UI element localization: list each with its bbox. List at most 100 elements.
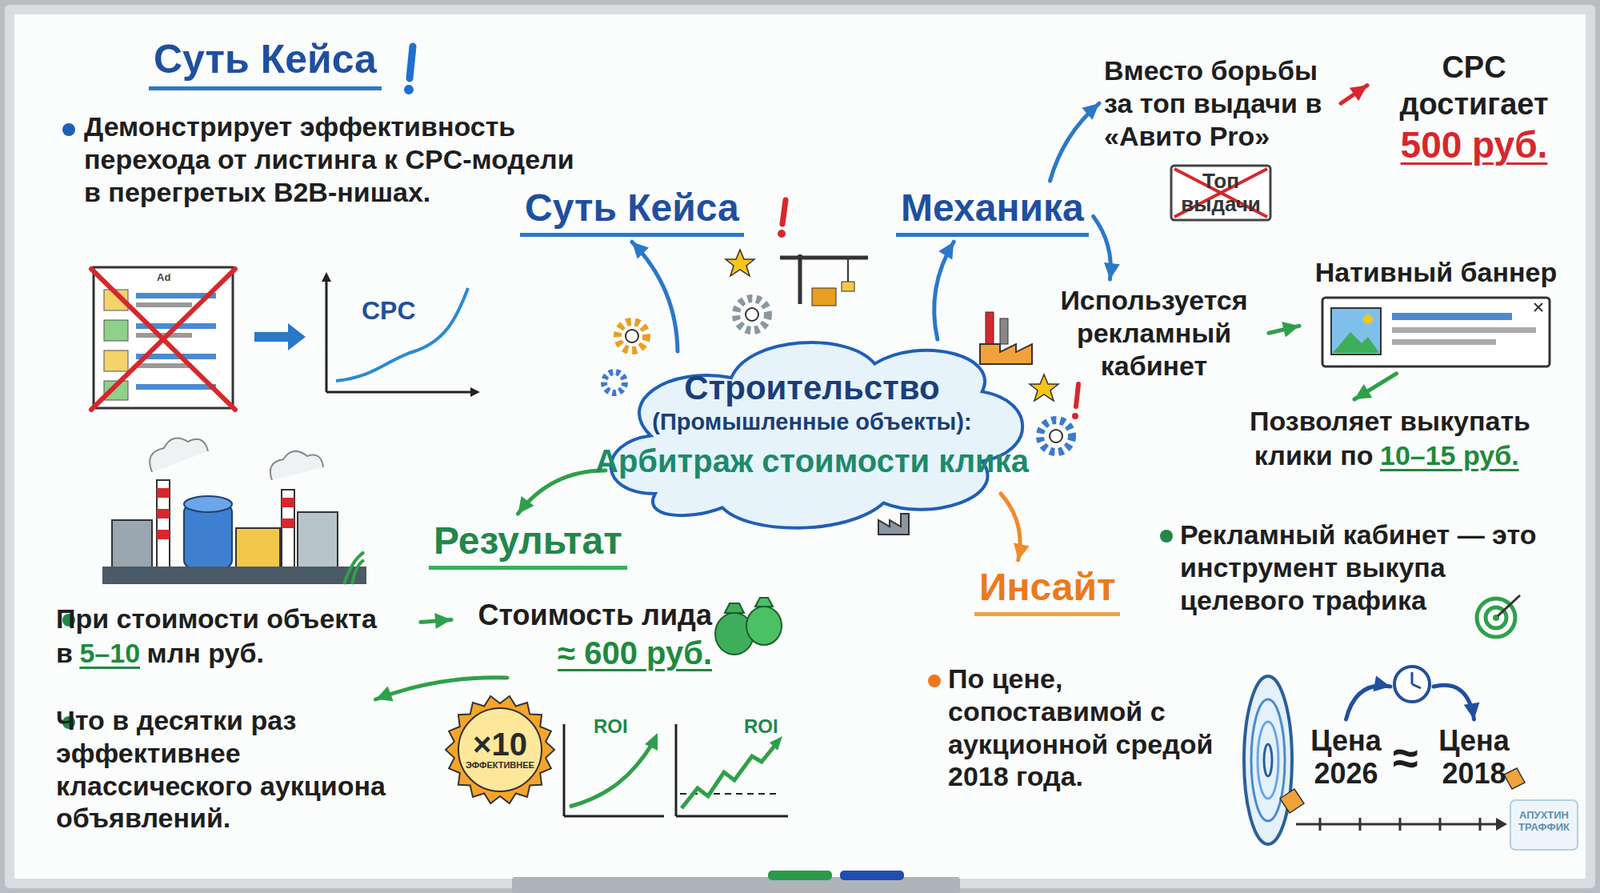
arrow-head [1349, 85, 1368, 102]
connector-line [934, 241, 955, 340]
node-text: Цена 2018 [1432, 724, 1516, 791]
node-text: 10–15 руб. [1380, 440, 1520, 471]
arrow-head [1081, 103, 1100, 120]
node-text: ЭФФЕКТИВНЕЕ [465, 760, 535, 771]
timeline [1296, 823, 1498, 826]
timeline [1439, 817, 1442, 831]
watermark-badge [1510, 800, 1578, 850]
connector [632, 241, 678, 352]
timeline [1399, 817, 1402, 831]
connector [1093, 216, 1120, 280]
node-text: Результат [428, 518, 628, 570]
factory-illustration [184, 496, 232, 512]
connector-line [1050, 103, 1100, 181]
gear-icons [625, 329, 639, 343]
node-text: ×10 [465, 728, 535, 760]
crane-icon [847, 257, 849, 282]
timeline [1319, 817, 1322, 831]
node-text: (Промышленные объекты): [595, 407, 1029, 436]
factory-icon [878, 513, 909, 535]
center-cloud: Строительство(Промышленные объекты):Арби… [588, 308, 1036, 540]
price-year: Цена 2018 [1432, 724, 1516, 791]
time-portal [1257, 721, 1279, 799]
roi-charts [564, 724, 788, 816]
connector-line [1340, 85, 1368, 104]
chart-label: CPC [361, 297, 426, 324]
roi-charts [769, 736, 783, 751]
exclamation-marks [1072, 412, 1079, 420]
board-frame [768, 870, 832, 880]
bullet-dots [1160, 529, 1173, 543]
factory-illustration [156, 488, 170, 498]
factory-icon [985, 312, 994, 344]
arrow-head [376, 686, 394, 702]
intro-note: Демонстрирует эффективность перехода от … [84, 110, 580, 208]
crane-icon [798, 254, 803, 304]
arrow-head [1373, 676, 1391, 692]
crane-icon [812, 288, 836, 306]
node-text: Инсайт [974, 564, 1120, 616]
factory-illustration [112, 520, 152, 568]
chart-label: ROI [744, 716, 792, 736]
listing-icon [136, 302, 192, 308]
factory-icon [1000, 318, 1008, 344]
board-frame [4, 4, 1596, 888]
arrow-head [632, 241, 649, 259]
crane-icon [780, 254, 868, 306]
bullet-dots [62, 123, 1173, 729]
factory-illustration [236, 528, 280, 568]
banner-close [1534, 303, 1543, 312]
factory-illustration [281, 489, 295, 570]
connector-line [1354, 373, 1397, 400]
listing-icon [104, 320, 128, 341]
clock-icon [1412, 684, 1421, 688]
money-bags [724, 603, 744, 613]
clock-icon [1394, 666, 1430, 702]
timeline [1504, 768, 1525, 789]
lead-cost: Стоимость лида≈ 600 руб. [456, 596, 712, 673]
roi-charts [569, 744, 652, 807]
text-holder: Позволяет выкупать клики по10–15 руб. [1212, 404, 1568, 472]
connector [1346, 676, 1480, 720]
factory-icon [980, 344, 1032, 364]
text-holder: Инсайт [974, 564, 1120, 616]
cpc-chart [470, 387, 480, 397]
banner-image [1331, 308, 1381, 355]
time-portal [1251, 699, 1285, 821]
bullet-dots [62, 123, 76, 136]
timeline [1496, 817, 1508, 831]
node-text: Стоимость лида [456, 596, 712, 633]
roi-charts [564, 815, 664, 818]
cpc-chart [326, 391, 476, 394]
cpc-chart [325, 276, 328, 392]
node-text: Строительство [595, 368, 1029, 408]
text-holder: Вместо борьбы за топ выдачи в «Авито Pro… [1104, 54, 1336, 152]
bullet-dots [928, 674, 941, 688]
crane-icon [780, 256, 868, 260]
factory-illustration [270, 451, 324, 480]
efficiency-badge: ×10ЭФФЕКТИВНЕЕ [444, 693, 556, 806]
connector [420, 612, 452, 629]
timeline [1280, 788, 1304, 813]
factory-illustration [297, 512, 338, 568]
connector-line [1346, 684, 1475, 720]
mechanic-text: Вместо борьбы за топ выдачи в «Авито Pro… [1104, 54, 1336, 152]
exclamation-marks [1076, 384, 1079, 407]
text-holder: При стоимости объекта в5–10млн руб. [56, 601, 416, 670]
connector [934, 241, 955, 340]
badge-disc [458, 708, 542, 792]
factory-illustration [281, 497, 295, 508]
factory-illustration [149, 438, 208, 473]
text-holder: Стоимость лида≈ 600 руб. [456, 596, 712, 673]
target-icon [1497, 595, 1520, 616]
listing-icon [104, 350, 128, 372]
money-bags [755, 597, 773, 607]
cpc-chart [321, 272, 480, 397]
timeline [1359, 817, 1362, 831]
banner-line [1392, 339, 1496, 345]
node-text: CPC достигает [1372, 49, 1576, 123]
stars [725, 249, 755, 276]
money-bags [715, 597, 782, 655]
